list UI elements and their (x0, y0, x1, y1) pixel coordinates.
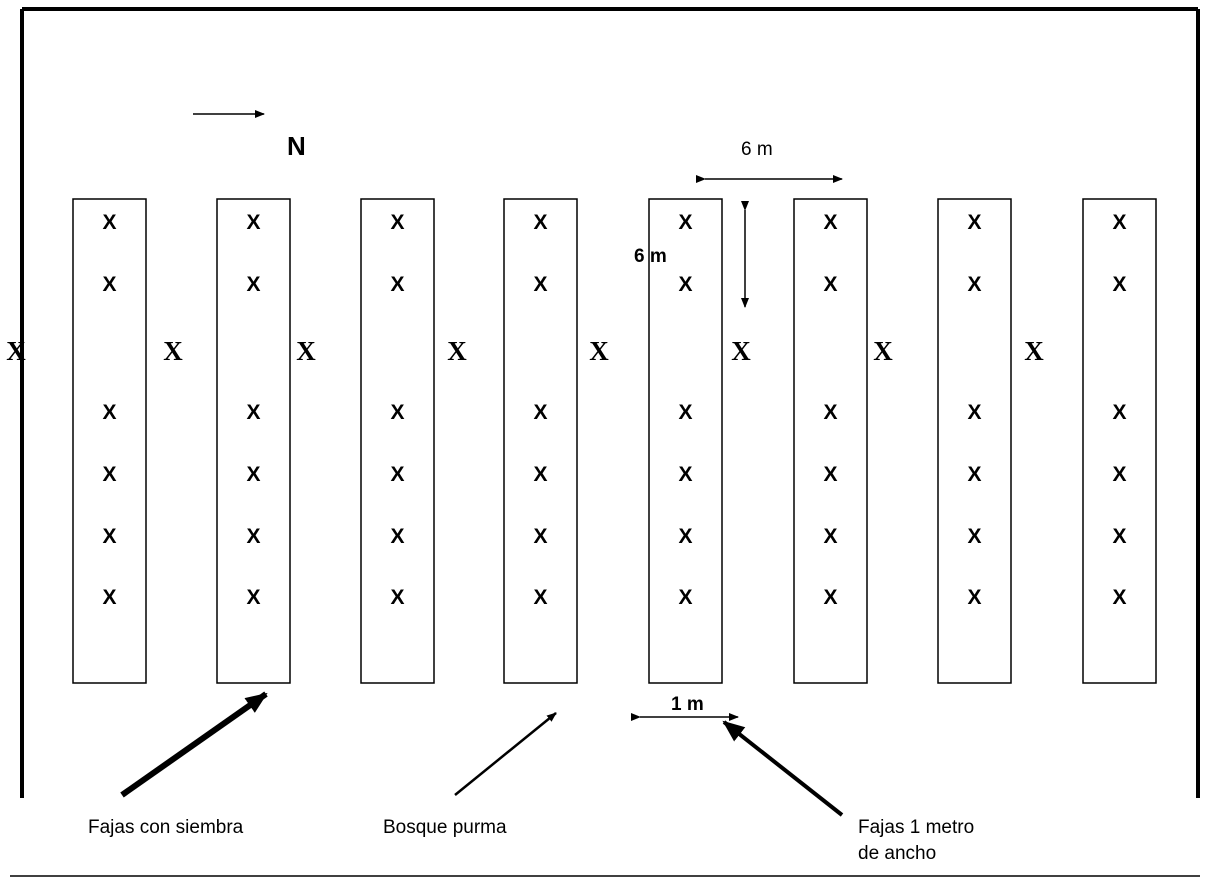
strip-marker: X (390, 273, 404, 296)
strip-marker: X (967, 463, 981, 486)
strip-marker: X (102, 211, 116, 234)
spacing-dimension-label: 6 m (741, 139, 773, 160)
strip-marker: X (246, 586, 260, 609)
strip-width-annotation-line2: de ancho (858, 843, 936, 864)
strip-marker: X (967, 401, 981, 424)
strip-marker: X (823, 211, 837, 234)
strip-marker: X (1112, 211, 1126, 234)
strip-marker: X (102, 463, 116, 486)
strip-marker: X (823, 401, 837, 424)
strip-1: X X X X X X (72, 198, 147, 684)
strip-marker: X (390, 401, 404, 424)
strip-marker: X (390, 586, 404, 609)
strip-marker: X (102, 586, 116, 609)
strip-marker: X (1112, 586, 1126, 609)
strip-width-annotation-line1: Fajas 1 metro (858, 817, 974, 838)
strip-marker: X (823, 586, 837, 609)
between-strip-marker: X (589, 336, 609, 366)
strip-marker: X (967, 586, 981, 609)
strips-group: XXXXXXXXXXXXXXXXXXXXXXXXXXXXXXXXXXXXXXXX… (72, 198, 1157, 684)
strip-marker: X (390, 463, 404, 486)
forest-annotation: Bosque purma (383, 817, 507, 838)
strip-marker: X (246, 463, 260, 486)
strip-marker: X (967, 273, 981, 296)
strip-width-dimension-label: 1 m (671, 694, 704, 715)
strip-rect (648, 198, 723, 684)
strip-rect (360, 198, 435, 684)
strip-3: X X X X X X (360, 198, 435, 684)
strip-marker: X (533, 463, 547, 486)
between-strip-marker: X (731, 336, 751, 366)
strip-marker: X (246, 211, 260, 234)
strip-marker: X (246, 401, 260, 424)
strip-4: X X X X X X (503, 198, 578, 684)
strip-6: X X X X X X (793, 198, 868, 684)
strip-marker: X (823, 525, 837, 548)
strip-2: X X X X X X (216, 198, 291, 684)
strip-5: X X X X X X (648, 198, 723, 684)
strip-width-pointer-arrow (722, 720, 844, 817)
strip-marker: X (678, 463, 692, 486)
between-strip-marker: X (296, 336, 316, 366)
strip-marker: X (823, 273, 837, 296)
between-strip-marker: X (447, 336, 467, 366)
strip-rect (937, 198, 1012, 684)
strip-marker: X (1112, 463, 1126, 486)
strip-marker: X (246, 525, 260, 548)
north-label: N (287, 131, 306, 161)
strip-marker: X (678, 401, 692, 424)
strip-marker: X (1112, 273, 1126, 296)
strip-rect (216, 198, 291, 684)
strip-marker: X (533, 273, 547, 296)
strip-rect (72, 198, 147, 684)
between-strip-marker: X (163, 336, 183, 366)
strip-marker: X (823, 463, 837, 486)
between-strip-marker: X (1024, 336, 1044, 366)
strip-marker: X (1112, 525, 1126, 548)
strip-marker: X (678, 525, 692, 548)
strip-rect (503, 198, 578, 684)
forest-pointer-arrow (454, 712, 557, 796)
between-strip-marker: X (873, 336, 893, 366)
strip-marker: X (102, 273, 116, 296)
row-spacing-dimension-label: 6 m (634, 246, 667, 267)
strips-sown-pointer-arrow (120, 691, 268, 798)
strips-sown-annotation: Fajas con siembra (88, 817, 244, 838)
strip-marker: X (533, 211, 547, 234)
between-strip-marker: X (6, 336, 26, 366)
strip-8: X X X X X X (1082, 198, 1157, 684)
strip-marker: X (533, 586, 547, 609)
strip-marker: X (967, 211, 981, 234)
strip-marker: X (533, 401, 547, 424)
strip-marker: X (967, 525, 981, 548)
strip-marker: X (1112, 401, 1126, 424)
strip-marker: X (102, 401, 116, 424)
strip-marker: X (678, 273, 692, 296)
strip-marker: X (678, 211, 692, 234)
strip-rect (793, 198, 868, 684)
strip-rect (1082, 198, 1157, 684)
strip-marker: X (390, 211, 404, 234)
strip-marker: X (533, 525, 547, 548)
strip-marker: X (246, 273, 260, 296)
strip-7: X X X X X X (937, 198, 1012, 684)
strip-marker: X (390, 525, 404, 548)
strip-marker: X (102, 525, 116, 548)
strip-marker: X (678, 586, 692, 609)
